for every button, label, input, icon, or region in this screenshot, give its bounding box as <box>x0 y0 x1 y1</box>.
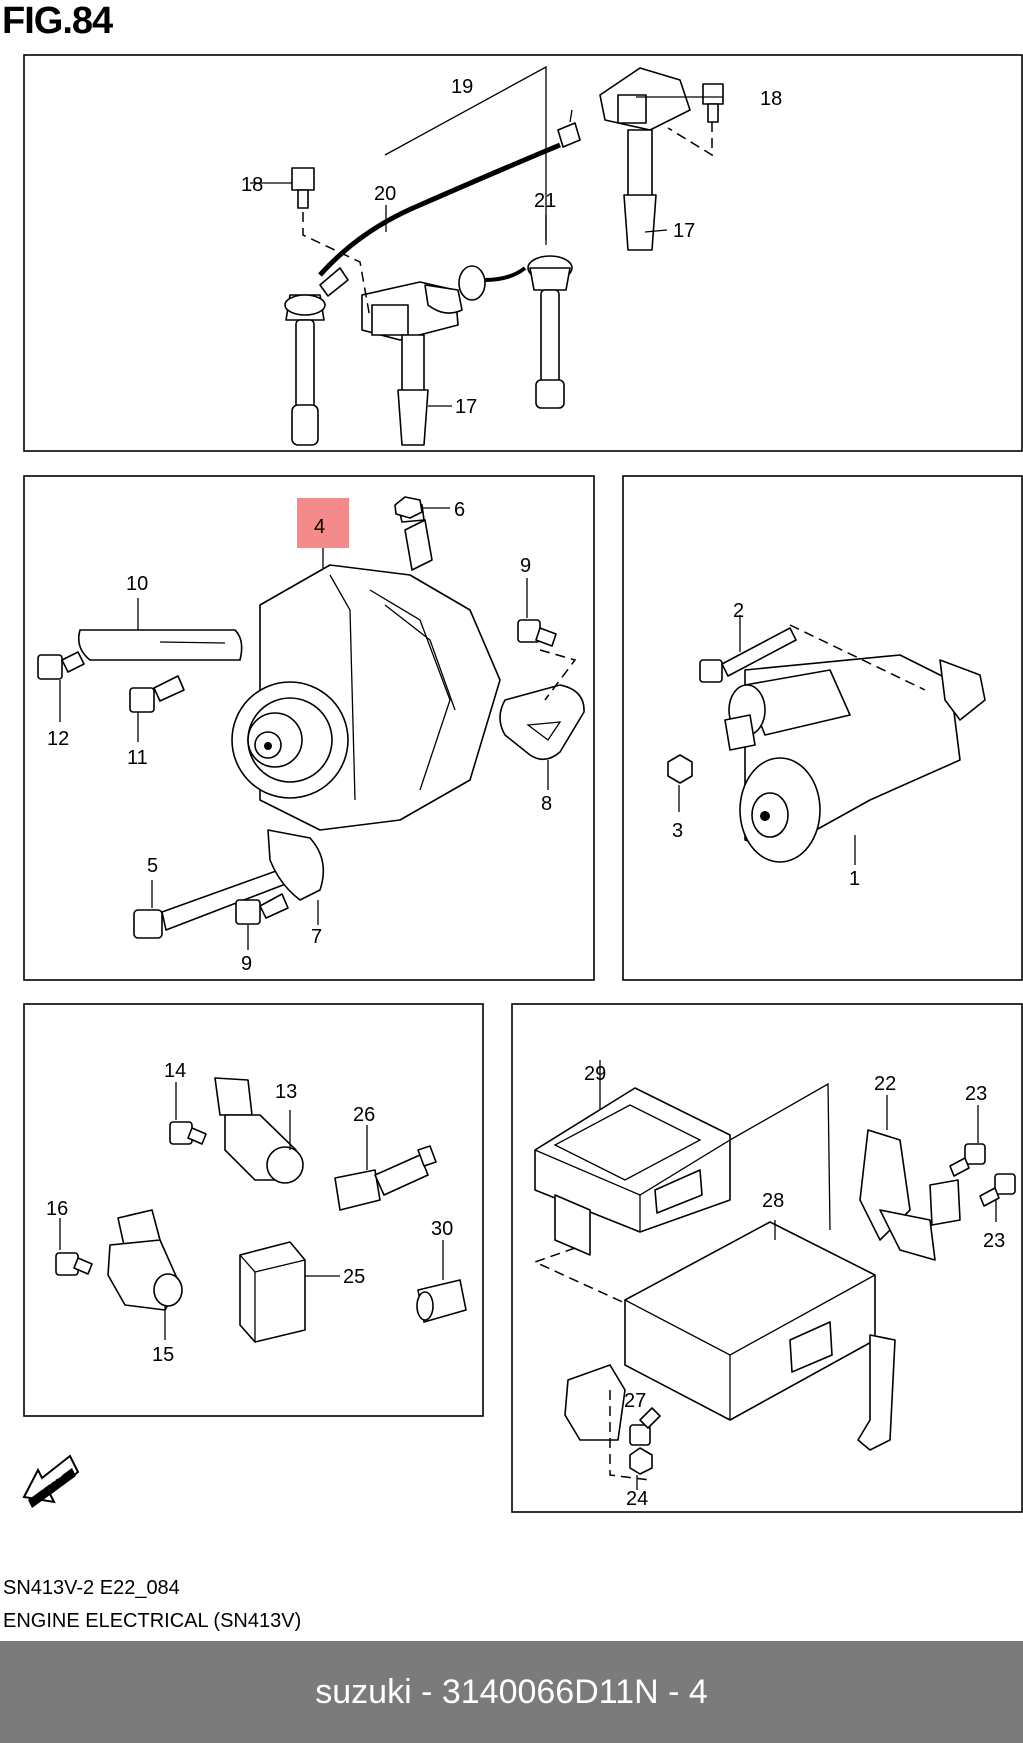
highlight-callout-4 <box>297 498 349 548</box>
spark-plug-wire-right <box>458 255 573 409</box>
footer-bar: suzuki - 3140066D11 N - 4 <box>0 1641 1023 1743</box>
callout-9-bottom: 9 <box>241 953 252 975</box>
callout-25: 25 <box>343 1266 365 1288</box>
section-title: ENGINE ELECTRICAL (SN413V) <box>3 1610 302 1632</box>
callout-10: 10 <box>126 573 148 595</box>
relay-25 <box>239 1241 306 1343</box>
panel-alternator <box>23 475 595 981</box>
callout-18-top: 18 <box>760 88 782 110</box>
callout-21: 21 <box>534 190 556 212</box>
bracket-7 <box>267 829 325 901</box>
sleeve-30 <box>416 1279 467 1323</box>
parts-diagram: 19 18 18 20 21 17 17 <box>22 54 1023 1513</box>
bolt-27 <box>629 1407 661 1446</box>
ecu-module-28 <box>624 1221 876 1421</box>
callout-26: 26 <box>353 1104 375 1126</box>
bracket-28-right <box>857 1334 896 1451</box>
callout-29: 29 <box>584 1063 606 1085</box>
model-code: SN413V-2 E22_084 <box>3 1577 180 1599</box>
callout-8: 8 <box>541 793 552 815</box>
bracket-10 <box>77 629 243 661</box>
bracket-28-lower <box>564 1364 626 1441</box>
bolt-16 <box>55 1252 93 1276</box>
callout-9-top: 9 <box>520 555 531 577</box>
callout-20: 20 <box>374 183 396 205</box>
callout-4: 4 <box>314 516 325 538</box>
nut-6 <box>394 496 423 519</box>
callout-28: 28 <box>762 1190 784 1212</box>
nut-24 <box>629 1447 653 1475</box>
footer-ref: N - 4 <box>634 1672 708 1711</box>
panel-sensors <box>23 1003 484 1417</box>
callout-11: 11 <box>127 747 148 769</box>
bolt-9-top <box>517 619 557 647</box>
bolt-18-left <box>291 167 315 209</box>
callout-27: 27 <box>624 1390 646 1412</box>
bolt-2 <box>699 627 797 683</box>
callout-17-top: 17 <box>673 220 695 242</box>
callout-12: 12 <box>47 728 69 750</box>
panel-ignition <box>23 54 1023 452</box>
fwd-arrow-icon: FWD <box>22 1454 80 1508</box>
callout-5: 5 <box>147 855 158 877</box>
spark-plug-boot-left <box>284 267 349 446</box>
sensor-13 <box>214 1077 304 1184</box>
bolt-14 <box>169 1121 207 1145</box>
footer-part-number: 3140066D11 <box>441 1672 635 1711</box>
callout-13: 13 <box>275 1081 297 1103</box>
bolt-18-top <box>702 83 724 123</box>
callout-1: 1 <box>849 868 860 890</box>
panel-starter <box>622 475 1023 981</box>
figure-title: FIG.84 <box>2 0 113 42</box>
callout-30: 30 <box>431 1218 453 1240</box>
bolt-23-top <box>949 1143 986 1177</box>
callout-24: 24 <box>626 1488 648 1510</box>
starter-motor <box>724 654 986 863</box>
callout-19: 19 <box>451 76 473 98</box>
bolt-11 <box>129 675 185 713</box>
nut-3 <box>667 754 693 784</box>
ecu-module-29 <box>534 1087 731 1256</box>
callout-16: 16 <box>46 1198 68 1220</box>
callout-15: 15 <box>152 1344 174 1366</box>
callout-22: 22 <box>874 1073 896 1095</box>
callout-2: 2 <box>733 600 744 622</box>
callout-17-bottom: 17 <box>455 396 477 418</box>
bolt-9-bottom <box>235 893 289 925</box>
bolt-23-bottom <box>979 1173 1016 1207</box>
bracket-8 <box>499 684 585 761</box>
ignition-coil-right <box>599 67 691 251</box>
callout-23-bottom: 23 <box>983 1230 1005 1252</box>
callout-23-top: 23 <box>965 1083 987 1105</box>
callout-3: 3 <box>672 820 683 842</box>
bolt-12 <box>37 651 85 680</box>
callout-6: 6 <box>454 499 465 521</box>
alternator <box>231 500 501 831</box>
ignition-coil-left <box>361 281 463 446</box>
callout-14: 14 <box>164 1060 186 1082</box>
callout-18-left: 18 <box>241 174 263 196</box>
panel-ecu <box>511 1003 1023 1513</box>
footer-brand: suzuki <box>315 1672 412 1711</box>
callout-7: 7 <box>311 926 322 948</box>
sensor-15 <box>107 1209 183 1311</box>
bracket-22 <box>859 1129 961 1261</box>
connector-26 <box>334 1145 437 1211</box>
